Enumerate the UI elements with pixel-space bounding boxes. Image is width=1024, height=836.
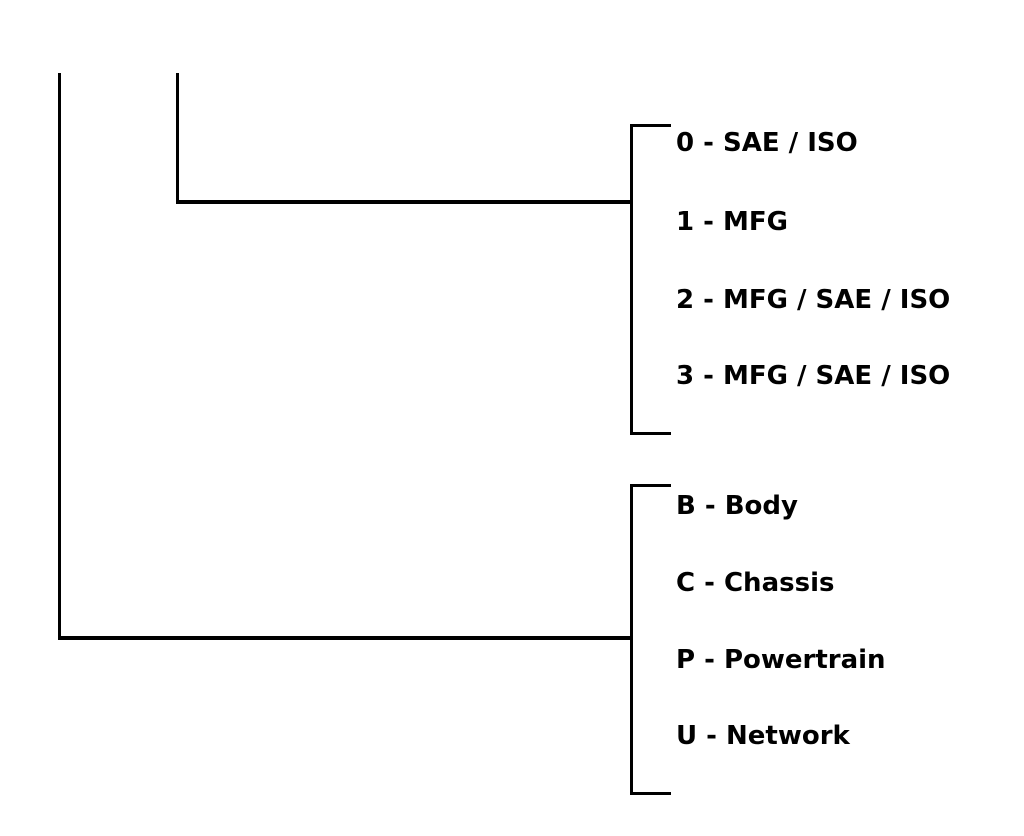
code-type-label-sae-iso: 0 - SAE / ISO <box>676 128 858 158</box>
code-type-label-mfg-sae-iso-2: 2 - MFG / SAE / ISO <box>676 285 951 315</box>
system-label-chassis: C - Chassis <box>676 568 835 598</box>
leader-line-2-vertical <box>176 73 179 204</box>
bracket-1-bottom-tick <box>630 432 671 435</box>
bracket-1-vertical <box>630 124 633 435</box>
bracket-2-bottom-tick <box>630 792 671 795</box>
leader-line-1-horizontal <box>58 636 631 640</box>
code-type-label-mfg-sae-iso-3: 3 - MFG / SAE / ISO <box>676 361 951 391</box>
leader-line-1-vertical <box>58 73 61 640</box>
system-label-powertrain: P - Powertrain <box>676 645 886 675</box>
system-label-body: B - Body <box>676 491 798 521</box>
leader-line-2-horizontal <box>176 200 631 204</box>
bracket-2-top-tick <box>630 484 671 487</box>
bracket-2-vertical <box>630 484 633 795</box>
bracket-1-top-tick <box>630 124 671 127</box>
system-label-network: U - Network <box>676 721 850 751</box>
code-type-label-mfg: 1 - MFG <box>676 207 788 237</box>
